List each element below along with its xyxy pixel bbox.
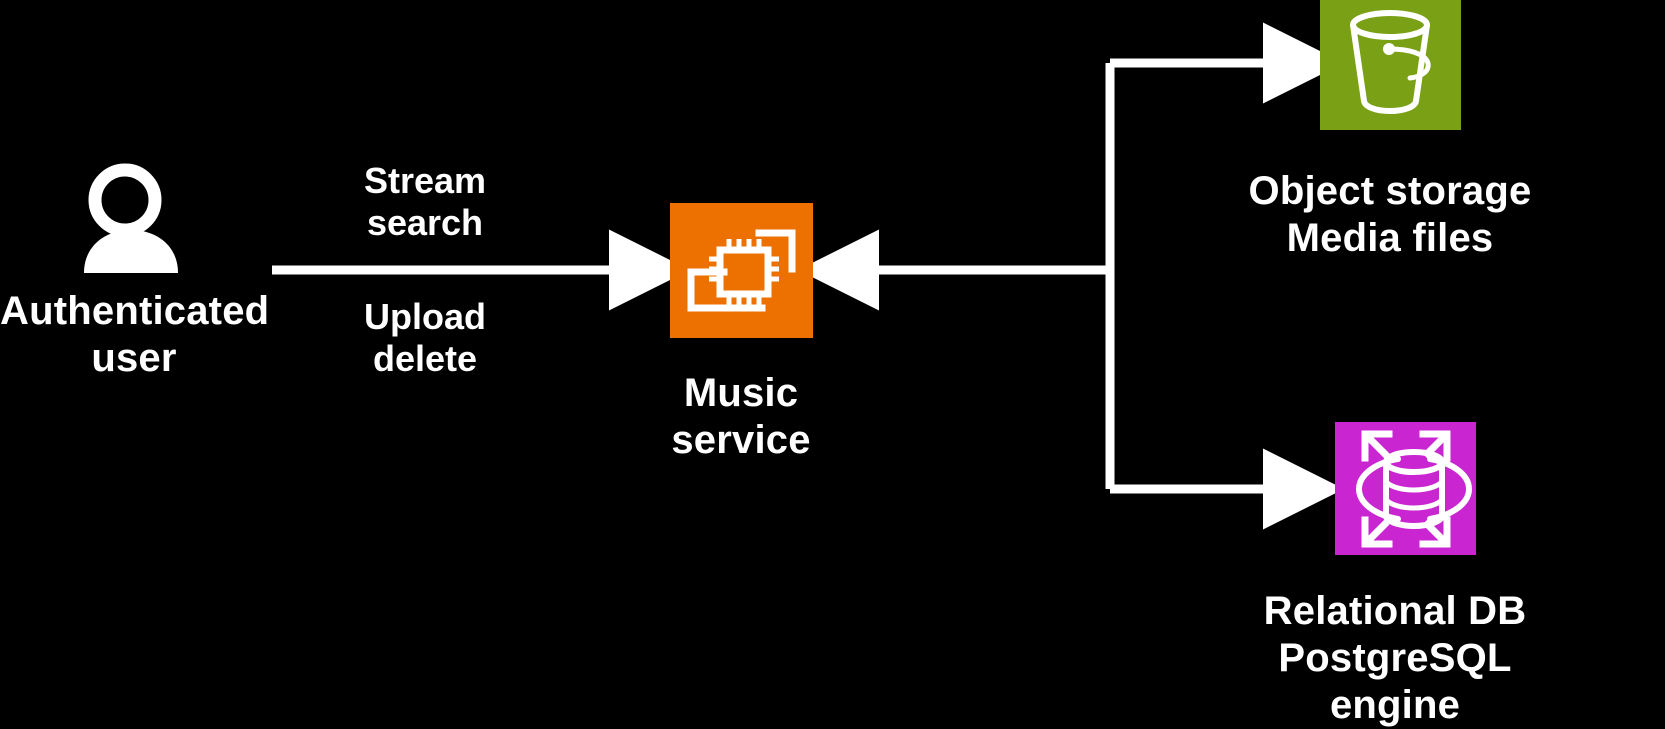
object-storage-label-line2: Media files [1286, 216, 1494, 261]
relational-db-label-line2: PostgreSQL engine [1278, 636, 1512, 728]
edge-label-delete: delete [372, 338, 478, 380]
s3-bucket-icon [1350, 10, 1431, 114]
object-storage-icon-box[interactable] [1320, 0, 1461, 130]
music-service-label-line2: service [671, 418, 811, 463]
edge-label-search: search [366, 202, 484, 244]
edge-label-upload: Upload [364, 296, 486, 337]
music-service-label-line1: Music [683, 371, 799, 415]
user-person-icon [78, 160, 188, 275]
microservice-chip-icon [687, 229, 796, 312]
edge-label-stream: Stream [363, 160, 487, 201]
relational-db-label-line1: Relational DB [1263, 589, 1527, 633]
object-storage-label-line1: Object storage [1248, 169, 1532, 213]
user-label-line1: Authenticated [0, 289, 270, 333]
rds-database-icon [1355, 430, 1473, 548]
relational-db-icon-box[interactable] [1335, 422, 1476, 555]
music-service-icon-box[interactable] [670, 203, 813, 338]
user-label-line2: user [91, 336, 177, 381]
